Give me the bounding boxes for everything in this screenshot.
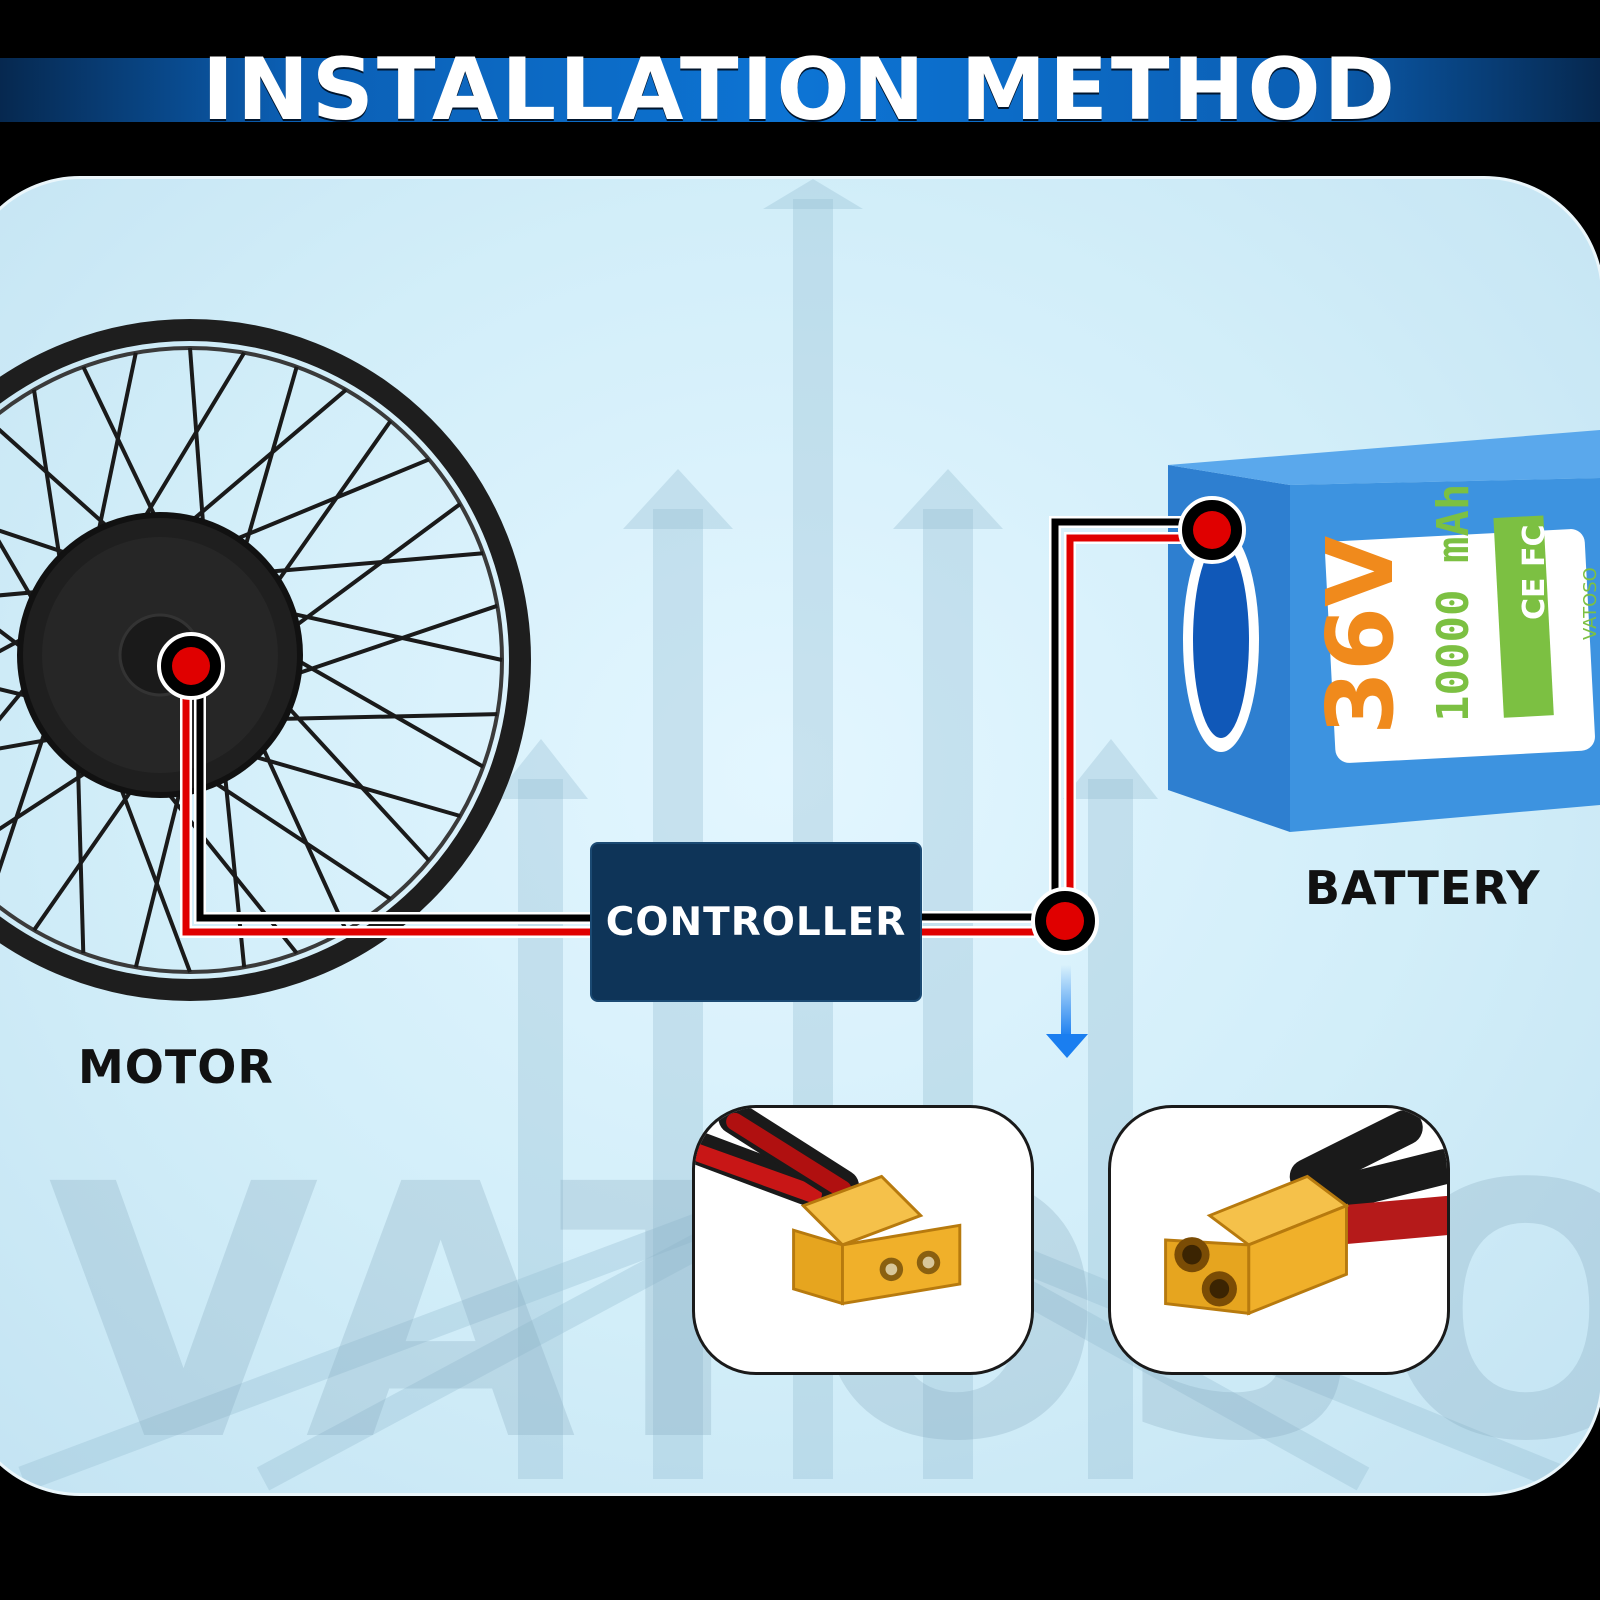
wheel-spoke — [279, 609, 503, 662]
controller-box: CONTROLLER — [590, 842, 922, 1002]
wheel-spoke — [285, 603, 498, 680]
wheel-spoke — [0, 427, 118, 537]
wheel-spoke — [202, 773, 392, 901]
wheel-spoke — [32, 389, 64, 574]
wire-junction-dot-icon — [1031, 887, 1099, 955]
wheel-spoke — [93, 352, 138, 545]
wheel-spoke — [0, 628, 34, 657]
female-connector-image — [1164, 1109, 1447, 1316]
wheel-spoke — [240, 366, 299, 558]
wheel-spoke — [32, 779, 140, 932]
male-connector-card — [692, 1105, 1034, 1375]
battery-pack: 36V 10000 mAh CE FC VATOSO — [1168, 430, 1600, 832]
male-connector-image — [695, 1108, 962, 1306]
battery-label: BATTERY — [1305, 861, 1541, 915]
battery-capacity: 10000 mAh — [1428, 484, 1479, 722]
wheel-spoke — [0, 735, 63, 751]
wheel-spoke — [81, 365, 162, 528]
battery-voltage: 36V — [1307, 536, 1414, 735]
wheel-spoke — [223, 457, 430, 546]
wheel-spoke — [188, 347, 206, 535]
wheel-spoke — [257, 551, 484, 575]
header-band — [0, 58, 1600, 122]
wheel-spoke — [241, 751, 461, 818]
wheel-spoke — [0, 588, 50, 598]
controller-label: CONTROLLER — [605, 899, 907, 945]
female-connector-card — [1108, 1105, 1450, 1375]
wheel-spoke — [0, 675, 36, 722]
wheel-spoke — [284, 502, 462, 635]
wheel-spoke — [135, 351, 246, 531]
wheel-spoke — [0, 718, 51, 874]
wheel-spoke — [0, 687, 41, 701]
wheel-spoke — [180, 388, 348, 531]
arrow-down-icon — [1046, 965, 1088, 1058]
wheel-spoke — [256, 736, 348, 932]
wheel-spoke — [0, 539, 42, 613]
motor-wires — [180, 668, 590, 938]
wheel-spoke — [278, 697, 431, 862]
wire-junction-dot-icon — [157, 632, 225, 700]
wire-junction-dot-icon — [1178, 496, 1246, 564]
wheel-spoke — [133, 780, 185, 968]
wheel-spoke — [287, 653, 485, 769]
motor-wheel — [0, 319, 531, 1001]
wheel-spoke — [0, 528, 79, 559]
motor-label: MOTOR — [78, 1040, 274, 1094]
wheel-spoke — [0, 764, 98, 831]
wheel-spoke — [269, 419, 393, 593]
page-title: INSTALLATION METHOD — [201, 40, 1399, 140]
wheel-spoke — [75, 752, 86, 954]
wheel-spoke — [270, 712, 498, 722]
wheel-spoke — [114, 774, 192, 973]
wheel-spoke — [0, 630, 35, 654]
battery-certifications: CE FC — [1517, 525, 1552, 620]
battery-wires — [922, 516, 1210, 938]
battery-brand: VATOSO — [1580, 567, 1600, 640]
